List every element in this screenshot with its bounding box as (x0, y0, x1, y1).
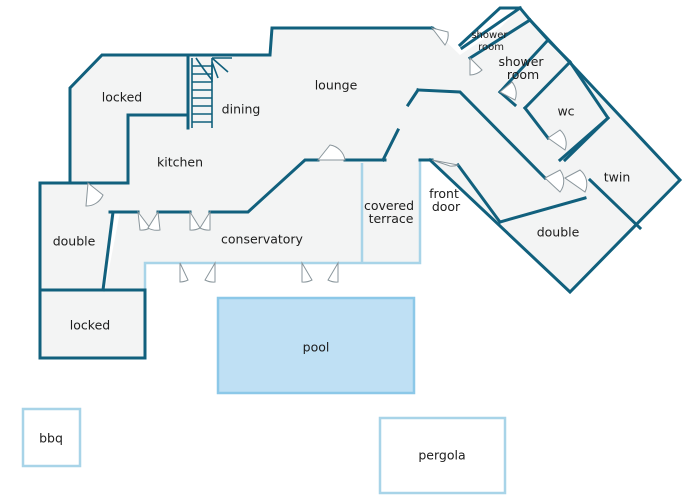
door-icon (147, 210, 161, 231)
walls (38, 5, 683, 360)
room-label-locked-bottom: locked (70, 318, 110, 333)
door-icon (544, 169, 565, 193)
room-labels: locked dining lounge shower room shower … (39, 30, 630, 463)
floor-fill (40, 8, 680, 358)
doors (85, 27, 588, 283)
outdoor-outlines (143, 160, 422, 290)
room-label-conservatory: conservatory (221, 232, 304, 247)
room-label-dining: dining (222, 102, 261, 117)
staircase (191, 57, 232, 128)
room-label-kitchen: kitchen (157, 155, 203, 170)
door-icon (469, 56, 483, 76)
door-icon (327, 261, 339, 283)
room-label-lounge: lounge (315, 78, 358, 93)
room-label-double-left: double (53, 234, 96, 249)
room-label-shower-room-small: shower room (471, 30, 510, 53)
room-label-double-right: double (537, 225, 580, 240)
door-icon (316, 144, 346, 161)
room-label-covered-terrace: covered terrace (364, 198, 418, 226)
pergola-area (378, 416, 507, 495)
room-label-pool: pool (303, 340, 330, 355)
door-icon (85, 182, 104, 207)
door-icon (204, 261, 216, 283)
door-icon (179, 262, 189, 283)
bbq-area (21, 407, 82, 468)
pool (216, 296, 416, 395)
room-label-front-door: front door (429, 186, 463, 214)
room-label-wc: wc (557, 104, 574, 119)
room-label-locked-top: locked (102, 90, 142, 105)
door-icon (499, 81, 517, 101)
room-label-twin: twin (604, 170, 631, 185)
door-icon (301, 261, 313, 283)
door-icon (430, 27, 449, 46)
room-label-shower-room: shower room (498, 54, 547, 82)
door-icon (431, 159, 460, 167)
door-icon (547, 129, 567, 151)
door-icon (564, 169, 588, 193)
room-label-bbq: bbq (39, 431, 63, 446)
door-icon (199, 210, 211, 231)
room-label-pergola: pergola (418, 448, 465, 463)
